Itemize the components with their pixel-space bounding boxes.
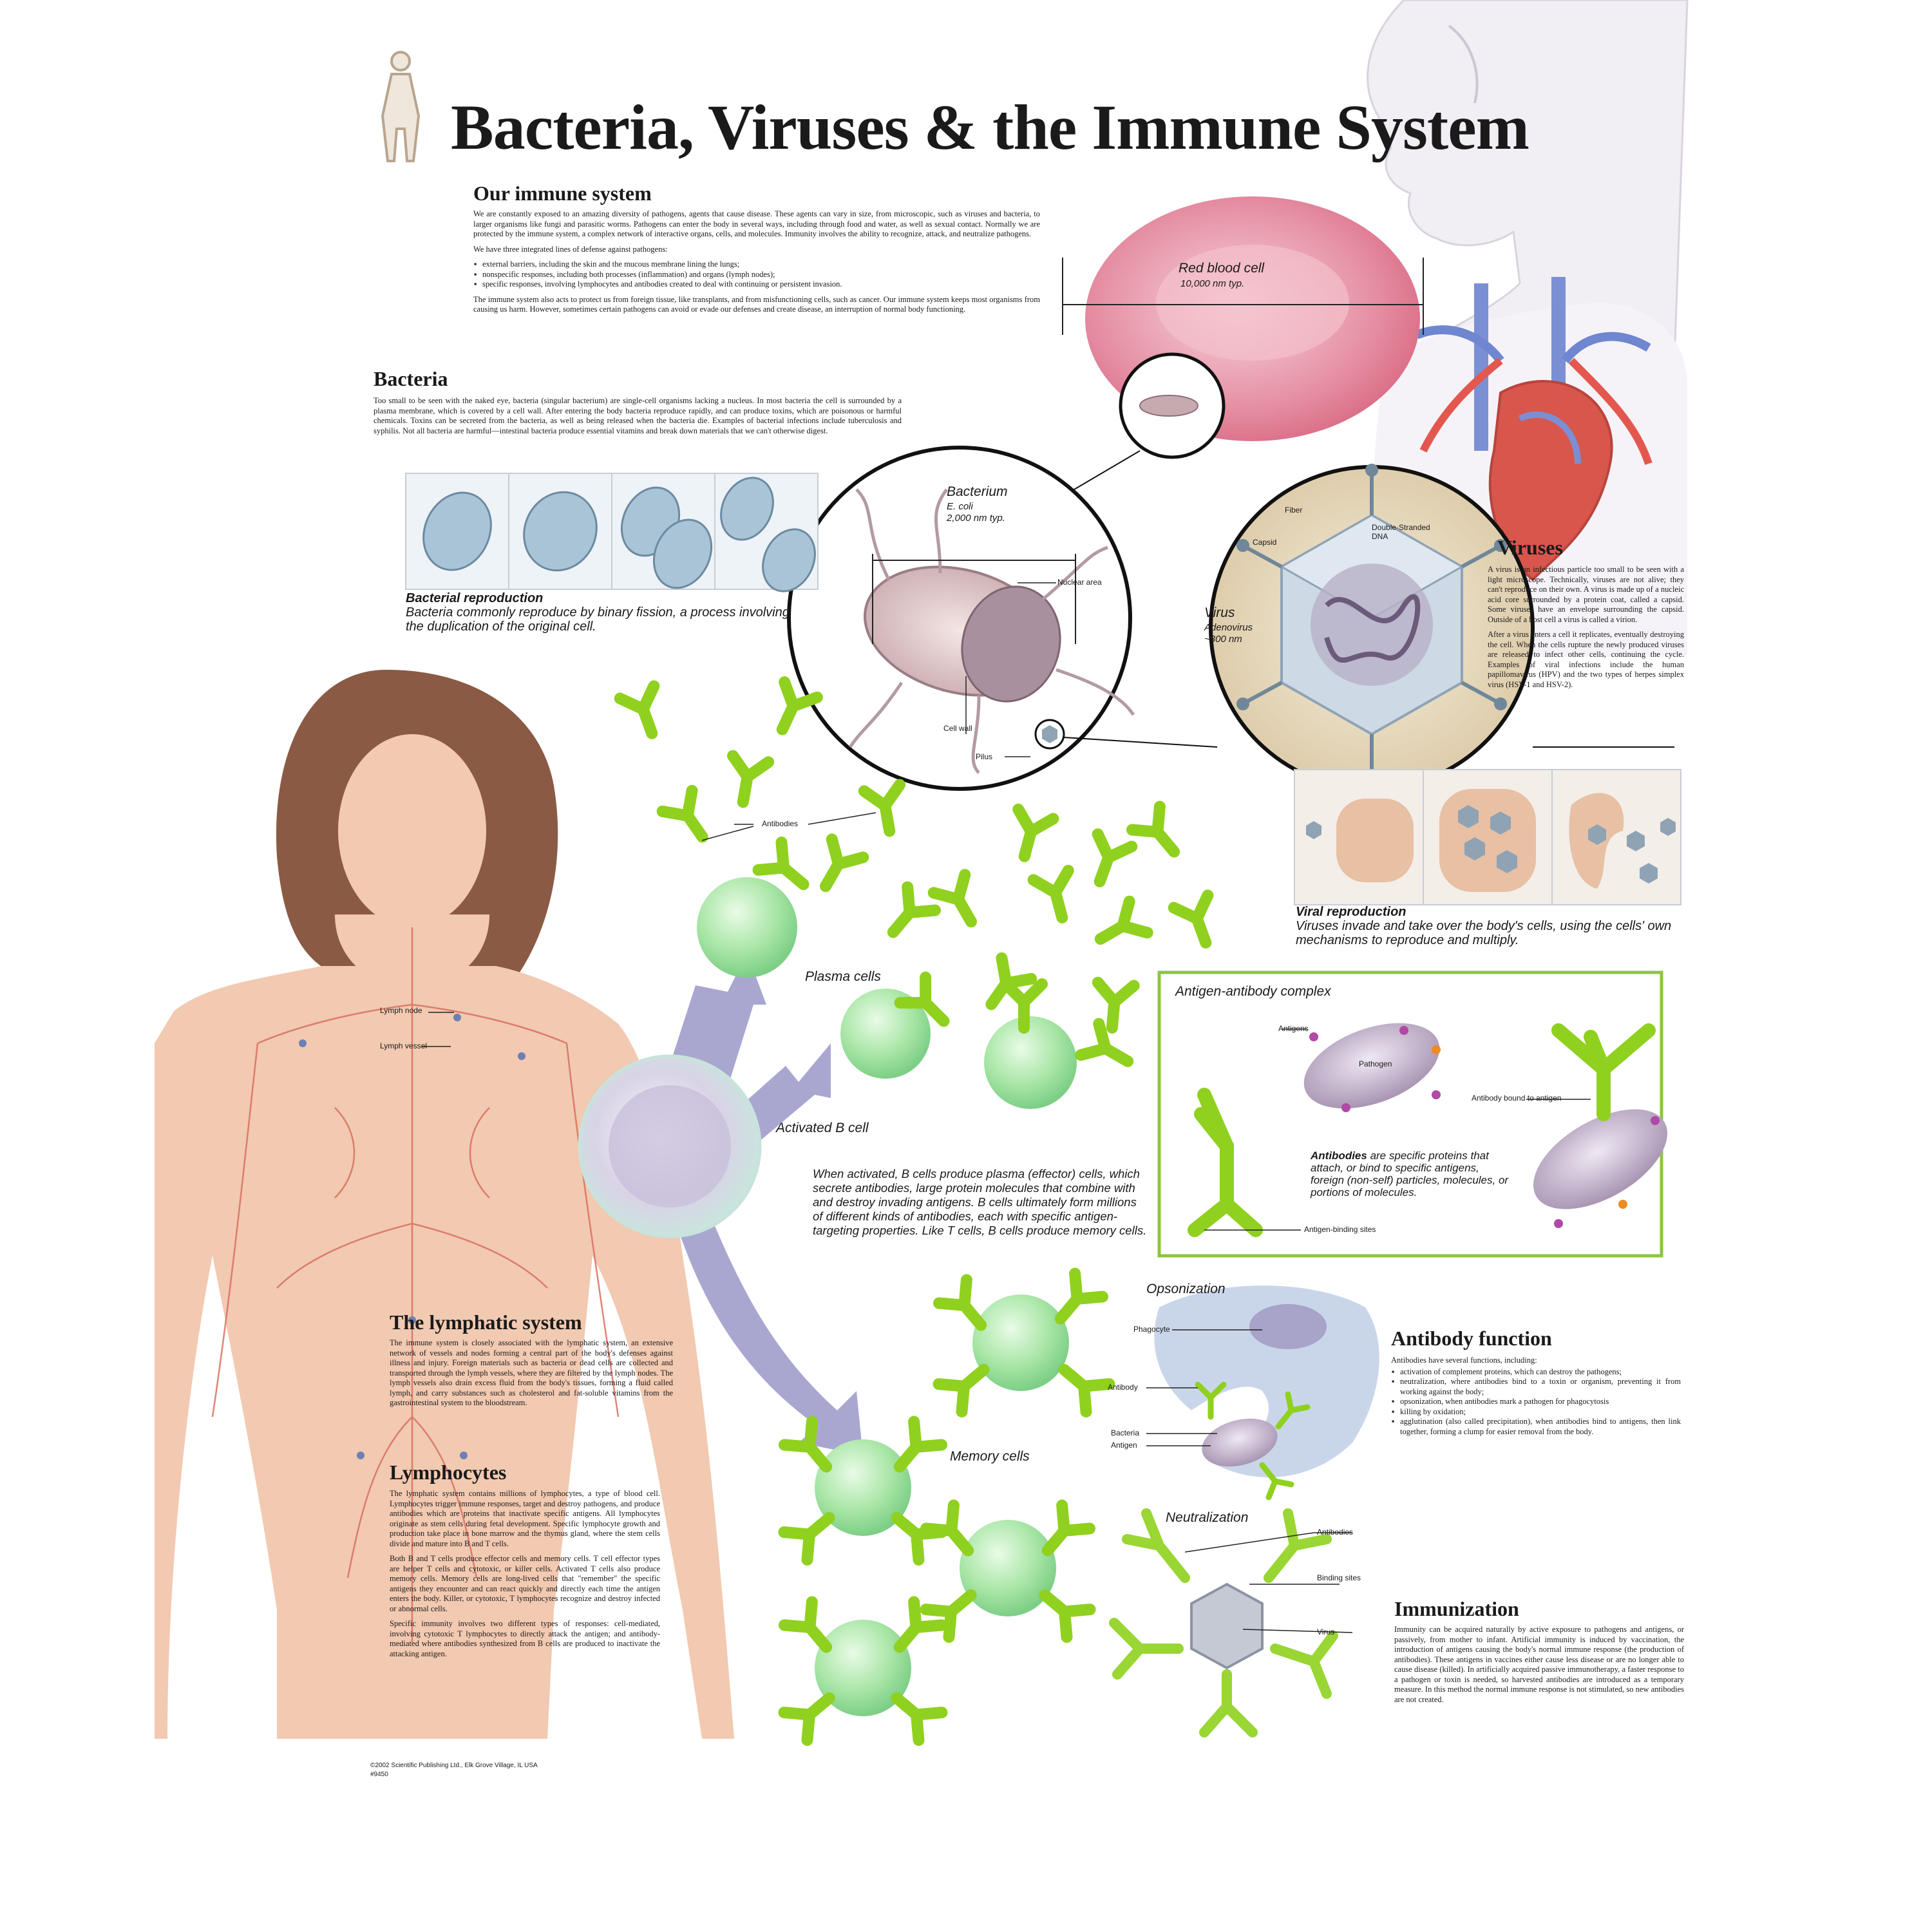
antibody-function-item: opsonization, when antibodies mark a pat…	[1392, 1397, 1681, 1407]
antibody-function-item: killing by oxidation;	[1392, 1407, 1681, 1417]
lymphatic-body: The immune system is closely associated …	[390, 1338, 673, 1407]
opsonization-antigen-label: Antigen	[1111, 1441, 1137, 1450]
capsid-label: Capsid	[1253, 538, 1277, 547]
bacteria-body: Too small to be seen with the naked eye,…	[374, 396, 902, 435]
defense-item: nonspecific responses, including both pr…	[474, 270, 1040, 280]
red-blood-cell-label: Red blood cell	[1179, 261, 1265, 276]
antibodies-label: Antibodies	[762, 819, 799, 828]
defense-item: specific responses, involving lymphocyte…	[474, 279, 1040, 290]
neutralization-antibodies-label: Antibodies	[1317, 1528, 1354, 1537]
viruses-p1: A virus is an infectious particle too sm…	[1488, 565, 1684, 624]
bacteria-heading: Bacteria	[374, 367, 448, 390]
our-immune-system-p3: The immune system also acts to protect u…	[473, 294, 1040, 314]
antigens-label: Antigens	[1278, 1024, 1309, 1033]
plasma-cells-label: Plasma cells	[805, 969, 881, 984]
phagocyte-label: Phagocyte	[1133, 1325, 1170, 1334]
fiber-label: Fiber	[1285, 506, 1303, 515]
neutralization-title: Neutralization	[1166, 1510, 1249, 1525]
immunization-body: Immunity can be acquired naturally by ac…	[1394, 1625, 1684, 1704]
viruses-heading: Viruses	[1497, 536, 1563, 559]
activated-b-cell-label: Activated B cell	[776, 1121, 869, 1135]
antibody-bound-label: Antibody bound to antigen	[1472, 1094, 1562, 1103]
product-code: #9450	[370, 1771, 388, 1778]
bacterial-reproduction-text: Bacteria commonly reproduce by binary fi…	[406, 605, 790, 634]
neutralization-virus-label: Virus	[1317, 1627, 1335, 1636]
lymphatic-heading: The lymphatic system	[390, 1311, 582, 1334]
lymphocytes-p3: Specific immunity involves two different…	[390, 1619, 660, 1658]
virus-fibers	[1245, 473, 1499, 776]
our-immune-system-p1: We are constantly exposed to an amazing …	[473, 209, 1040, 238]
memory-cells-label: Memory cells	[950, 1449, 1030, 1464]
bacterial-reproduction-caption: Bacterial reproduction Bacteria commonly…	[406, 591, 805, 634]
opsonization-antibody-label: Antibody	[1108, 1383, 1138, 1392]
viruses-body: A virus is an infectious particle too sm…	[1488, 565, 1684, 695]
viral-reproduction-title: Viral reproduction	[1296, 905, 1406, 919]
bacterium-size: 2,000 nm typ.	[947, 513, 1005, 524]
our-immune-system-heading: Our immune system	[473, 182, 652, 205]
our-immune-system-p2: We have three integrated lines of defens…	[473, 244, 668, 254]
viruses-p2: After a virus enters a cell it replicate…	[1488, 630, 1684, 689]
viral-reproduction-strip	[1294, 769, 1681, 905]
antibody-function-item: neutralization, where antibodies bind to…	[1392, 1377, 1681, 1397]
binding-sites-label: Binding sites	[1317, 1573, 1361, 1582]
defense-item: external barriers, including the skin an…	[474, 260, 1040, 270]
lymph-node-label: Lymph node	[380, 1006, 422, 1015]
antibody-function-heading: Antibody function	[1391, 1327, 1552, 1350]
opsonization-bacteria-label: Bacteria	[1111, 1428, 1140, 1437]
head-silhouette	[1367, 0, 1689, 362]
immunization-heading: Immunization	[1394, 1597, 1519, 1620]
antibody-function-intro: Antibodies have several functions, inclu…	[1391, 1356, 1537, 1365]
antibodies-definition-text: are specific proteins that attach, or bi…	[1311, 1150, 1509, 1198]
page-title: Bacteria, Viruses & the Immune System	[451, 91, 1530, 163]
antibody-function-list: activation of complement proteins, which…	[1391, 1367, 1681, 1437]
antibody-function-body: Antibodies have several functions, inclu…	[1391, 1356, 1681, 1442]
antibodies-definition: Antibodies are specific proteins that at…	[1311, 1150, 1510, 1198]
lymphocytes-p2: Both B and T cells produce effector cell…	[390, 1554, 660, 1613]
pilus-label: Pilus	[976, 752, 993, 761]
virus-label: Virus	[1204, 605, 1235, 620]
body-icon	[381, 51, 421, 162]
lymphocytes-body: The lymphatic system contains millions o…	[390, 1489, 660, 1664]
virus-species: Adenovirus	[1204, 622, 1253, 633]
cell-wall-label: Cell wall	[943, 724, 972, 733]
dna-label: Double-Stranded DNA	[1372, 523, 1430, 541]
bacterial-reproduction-strip	[405, 473, 819, 592]
nuclear-area-label: Nuclear area	[1057, 578, 1102, 587]
opsonization-title: Opsonization	[1146, 1282, 1226, 1296]
viral-reproduction-caption: Viral reproduction Viruses invade and ta…	[1296, 905, 1682, 947]
red-blood-cell-size: 10,000 nm typ.	[1180, 278, 1245, 289]
lymphocytes-p1: The lymphatic system contains millions o…	[390, 1489, 660, 1548]
lymphocytes-heading: Lymphocytes	[390, 1461, 507, 1484]
our-immune-system-body: We are constantly exposed to an amazing …	[473, 209, 1040, 320]
antibody-function-item: agglutination (also called precipitation…	[1392, 1417, 1681, 1437]
antibody-function-item: activation of complement proteins, which…	[1392, 1367, 1681, 1378]
lymph-vessel-label: Lymph vessel	[380, 1041, 427, 1050]
viral-reproduction-text: Viruses invade and take over the body's …	[1296, 919, 1672, 947]
defense-list: external barriers, including the skin an…	[473, 260, 1040, 290]
pathogen-label: Pathogen	[1359, 1059, 1392, 1068]
antibodies-definition-term: Antibodies	[1311, 1150, 1367, 1162]
virus-size: ~300 nm	[1204, 634, 1242, 645]
bacterial-reproduction-title: Bacterial reproduction	[406, 591, 544, 605]
copyright: ©2002 Scientific Publishing Ltd., Elk Gr…	[370, 1762, 538, 1769]
bacterium-label: Bacterium	[947, 484, 1008, 499]
complex-frame	[1157, 971, 1663, 1258]
b-cell-description: When activated, B cells produce plasma (…	[813, 1167, 1147, 1237]
complex-title: Antigen-antibody complex	[1175, 984, 1331, 999]
antigen-binding-sites-label: Antigen-binding sites	[1304, 1225, 1376, 1234]
bacterium-species: E. coli	[947, 501, 973, 512]
